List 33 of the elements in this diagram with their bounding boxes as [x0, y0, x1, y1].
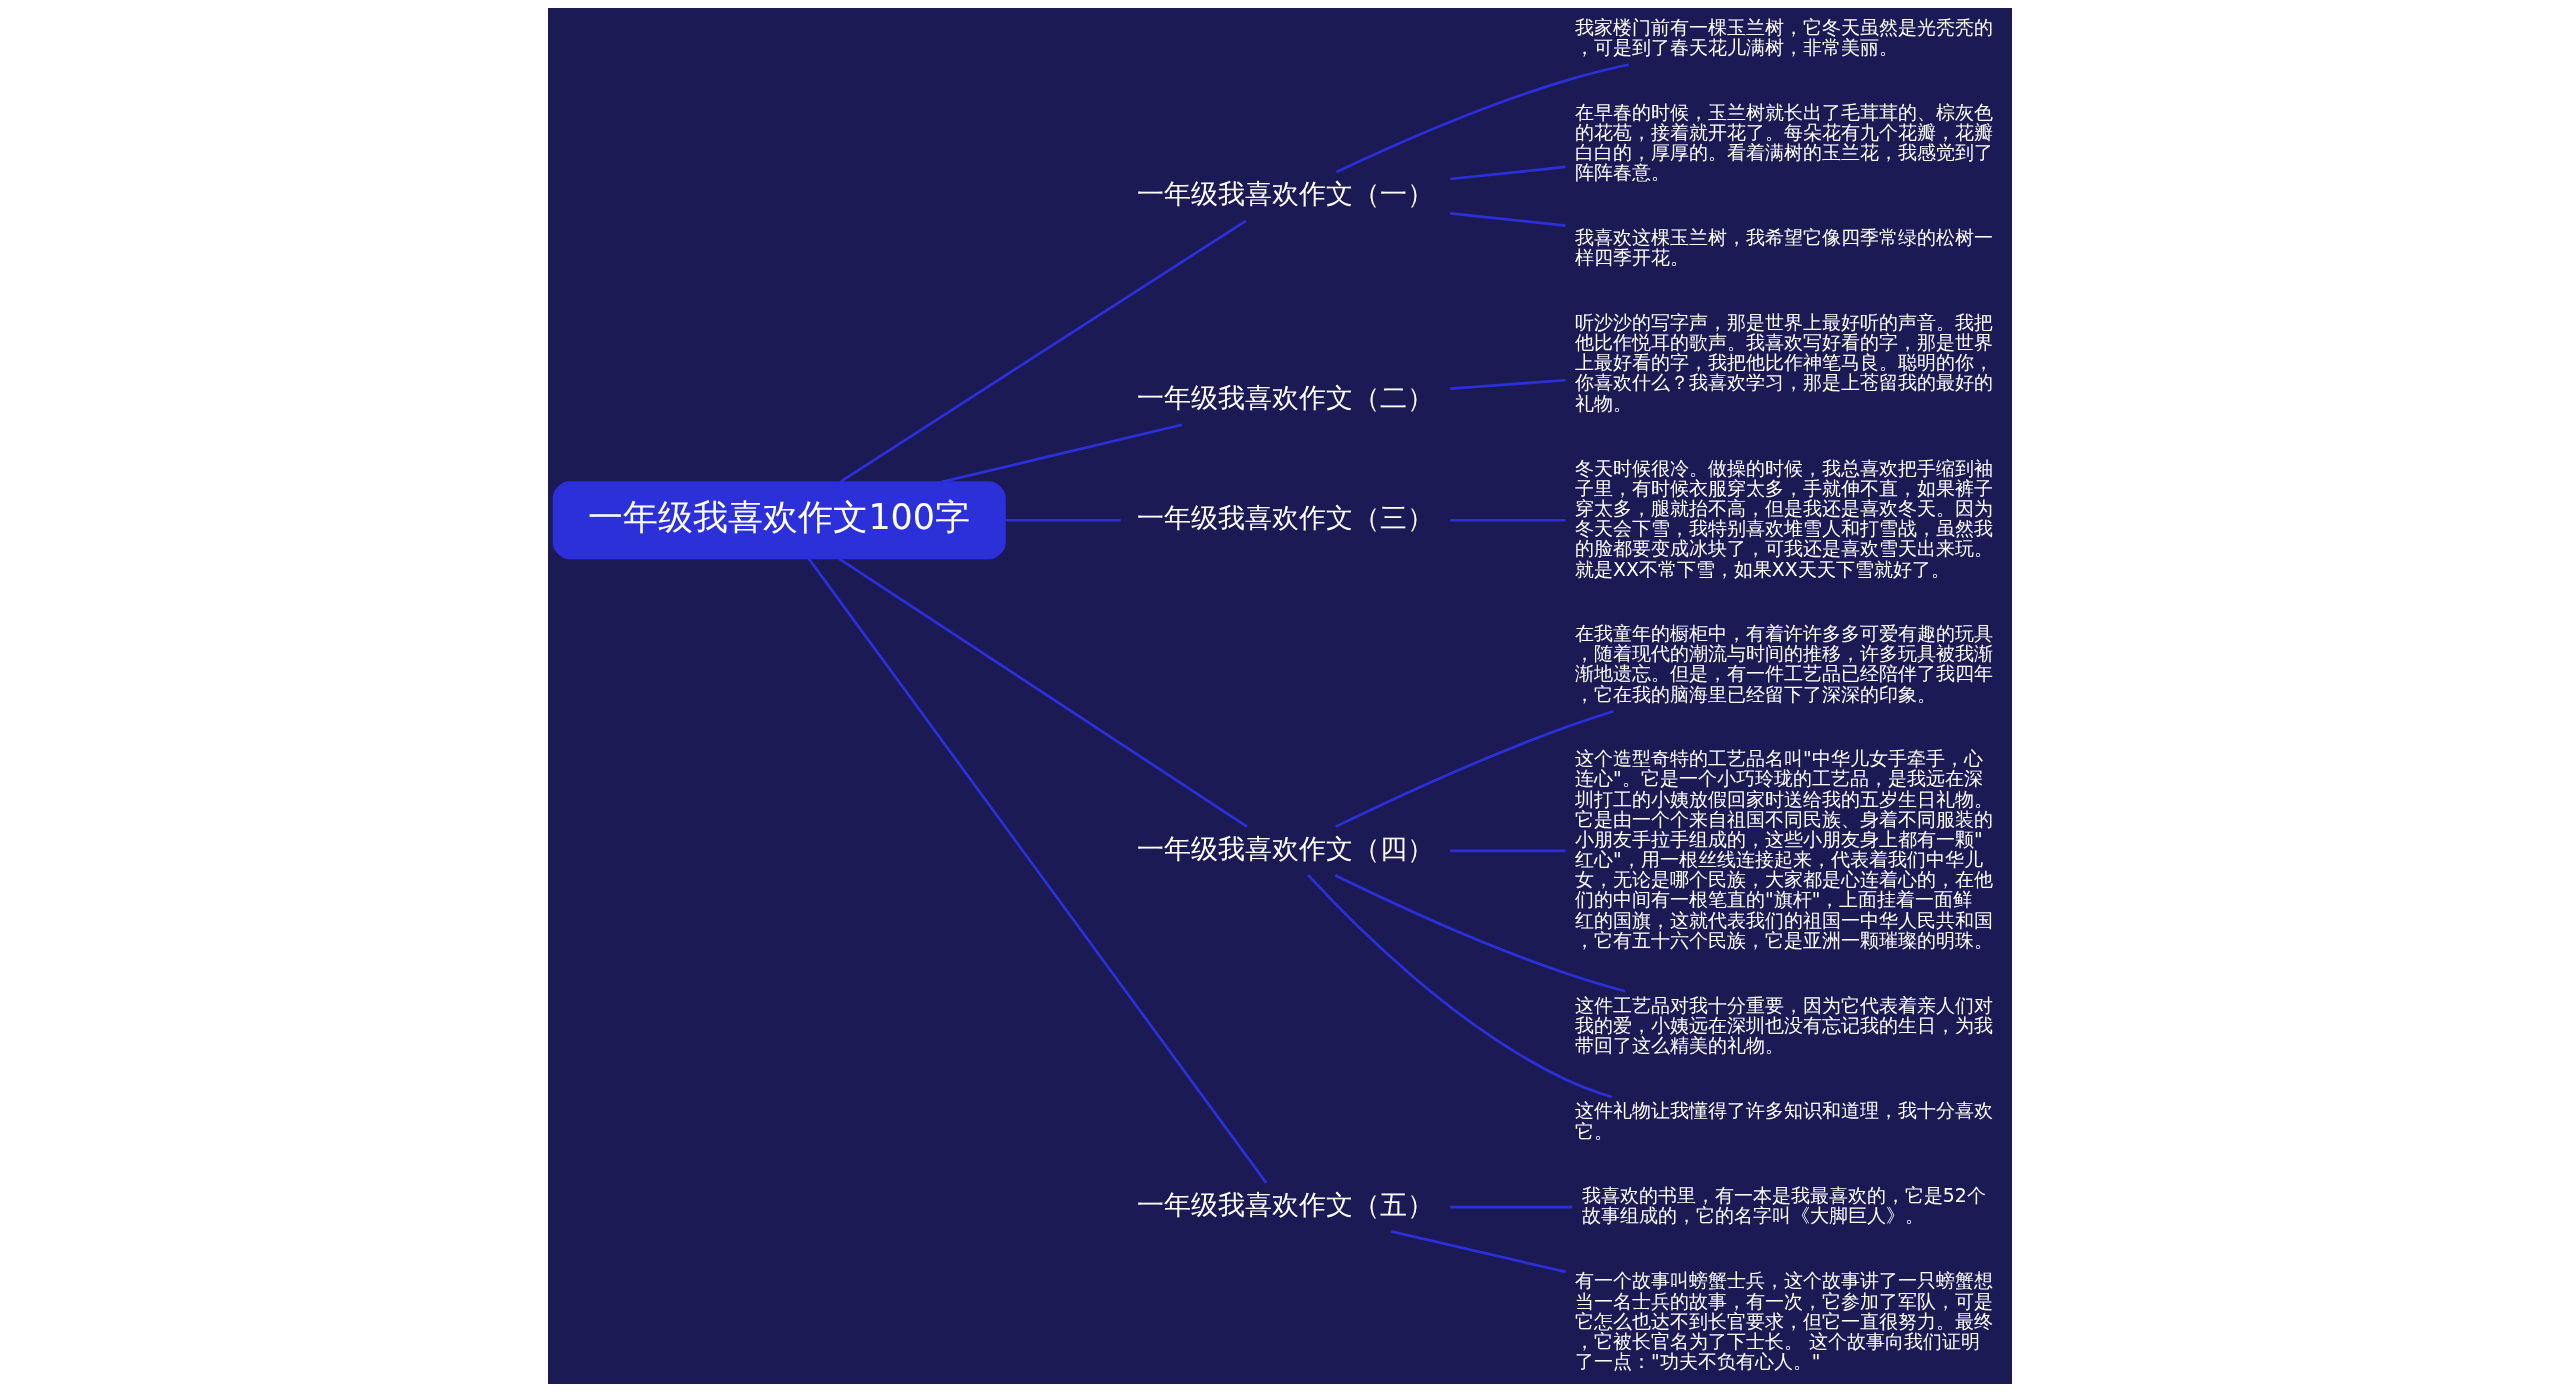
- connector: [807, 557, 1268, 1184]
- node-text: 这个造型奇特的工艺品名叫"中华儿女手牵手，心连心"。它是一个小巧玲珑的工艺品，是我远在深圳打工的小姨放假回家时送给我的五岁生日礼物。它是由一个个来自祖国不同民族、身着不同服装的小朋友手拉手组成的，这些小朋友身上都有一颗"红心"，用一根丝线连接起来，代表着我们中华儿女，无论是哪个民族，大家都是心连着心的，在他们的中间有一根笔直的"旗杆"，上面挂着一面鲜红的国旗，这就代表我们的祖国一中华人民共和国，它有五十六个民族，它是亚洲一颗璀璨的明珠。: [1575, 748, 1994, 951]
- node-text: 冬天时候很冷。做操的时候，我总喜欢把手缩到袖子里，有时候衣服穿太多，手就伸不直，如果裤子穿太多，腿就抬不高，但是我还是喜欢冬天。因为冬天会下雪，我特别喜欢堆雪人和打雪战，虽然我的脸都要变成冰块了，可我还是喜欢雪天出来玩。就是XX不常下雪，如果XX天天下雪就好了。: [1575, 457, 1994, 580]
- node-text: 这件礼物让我懂得了许多知识和道理，我十分喜欢它。: [1575, 1100, 1994, 1142]
- node-text: 我家楼门前有一棵玉兰树，它冬天虽然是光秃秃的，可是到了春天花儿满树，非常美丽。: [1575, 16, 1994, 58]
- node-text: 在早春的时候，玉兰树就长出了毛茸茸的、棕灰色的花苞，接着就开花了。每朵花有九个花瓣，花瓣白白的，厚厚的。看着满树的玉兰花，我感觉到了阵阵春意。: [1575, 101, 1994, 184]
- connector: [1307, 874, 1613, 1099]
- node-text: 一年级我喜欢作文（五）: [1136, 1188, 1434, 1220]
- connector: [839, 219, 1247, 483]
- connector: [1450, 212, 1566, 227]
- connector: [1450, 165, 1566, 181]
- connector: [941, 423, 1183, 484]
- node-text: 听沙沙的写字声，那是世界上最好听的声音。我把他比作悦耳的歌声。我喜欢写好看的字，那是世界上最好看的字，我把他比作神笔马良。聪明的你，你喜欢什么？我喜欢学习，那是上苍留我的最好的礼物。: [1575, 311, 1994, 414]
- node-box: 一年级我喜欢作文100字: [552, 481, 1006, 560]
- node-text: 有一个故事叫螃蟹士兵，这个故事讲了一只螃蟹想当一名士兵的故事，有一次，它参加了军队，可是它怎么也达不到长官要求，但它一直很努力。最终，它被长官名为了下士长。 这个故事向我们证明了一点："功夫不负有心人。": [1575, 1270, 1994, 1373]
- connector: [1450, 849, 1566, 853]
- node-text: 一年级我喜欢作文（二）: [1136, 382, 1434, 414]
- connector: [1450, 518, 1566, 522]
- node-text: 我喜欢的书里，有一本是我最喜欢的，它是52个故事组成的，它的名字叫《大脚巨人》。: [1581, 1185, 1986, 1227]
- connector: [838, 557, 1248, 828]
- connector: [1005, 518, 1121, 522]
- connector: [1450, 378, 1566, 390]
- node-text: 一年级我喜欢作文（四）: [1136, 832, 1434, 864]
- node-text: 我喜欢这棵玉兰树，我希望它像四季常绿的松树一样四季开花。: [1575, 226, 1994, 268]
- connector: [1390, 1230, 1566, 1274]
- connector: [1334, 874, 1626, 993]
- node-text: 这件工艺品对我十分重要，因为它代表着亲人们对我的爱，小姨远在深圳也没有忘记我的生日，为我带回了这么精美的礼物。: [1575, 994, 1994, 1057]
- connector: [1450, 1205, 1573, 1209]
- connector: [1335, 709, 1614, 828]
- node-text: 一年级我喜欢作文（一）: [1136, 177, 1434, 209]
- node-text: 在我童年的橱柜中，有着许许多多可爱有趣的玩具，随着现代的潮流与时间的推移，许多玩具被我渐渐地遗忘。但是，有一件工艺品已经陪伴了我四年，它在我的脑海里已经留下了深深的印象。: [1575, 623, 1994, 705]
- node-text: 一年级我喜欢作文（三）: [1136, 501, 1434, 533]
- connector: [1335, 63, 1630, 174]
